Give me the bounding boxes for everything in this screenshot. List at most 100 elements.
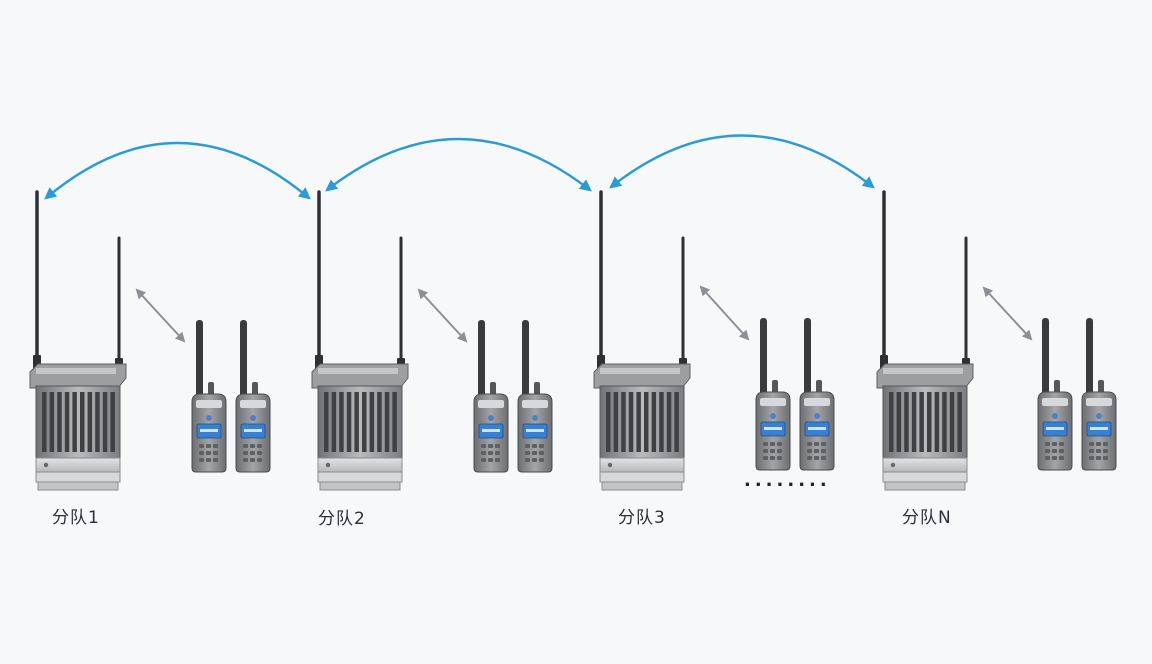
- keypad-key: [1045, 442, 1050, 446]
- team-label-n: 分队N: [902, 508, 952, 528]
- keypad-key: [1059, 449, 1064, 453]
- speaker-strip: [522, 400, 548, 408]
- screen-text: [244, 429, 262, 432]
- heatsink-fin: [354, 392, 359, 452]
- heatsink-fin: [636, 392, 641, 452]
- heatsink-fin: [644, 392, 649, 452]
- keypad-key: [199, 451, 204, 455]
- speaker-strip: [1042, 398, 1068, 406]
- keypad-key: [199, 458, 204, 462]
- heatsink-fin: [384, 392, 390, 452]
- heatsink-body: [317, 385, 403, 459]
- led-indicator: [607, 462, 613, 468]
- screen-text: [1090, 427, 1108, 430]
- keypad-key: [488, 458, 493, 462]
- base-tier: [35, 457, 121, 473]
- walkie-talkie-icon: [235, 320, 271, 473]
- walkie-talkie-icon: [191, 320, 227, 473]
- keypad-key: [525, 444, 530, 448]
- screen-text: [764, 427, 782, 430]
- speaker-strip: [1086, 398, 1112, 406]
- keypad-key: [206, 458, 211, 462]
- handheld-antenna: [478, 320, 485, 398]
- keypad-key: [257, 444, 262, 448]
- keypad-key: [532, 444, 537, 448]
- walkie-talkie-icon: [517, 320, 553, 473]
- handheld-antenna: [240, 320, 247, 398]
- screen-text: [482, 429, 500, 432]
- team-label-1: 分队1: [52, 508, 100, 528]
- logo-mark: [488, 415, 494, 421]
- heatsink-fin: [377, 392, 382, 452]
- speaker-strip: [196, 400, 222, 408]
- heatsink-fin: [659, 392, 664, 452]
- logo-mark: [1096, 413, 1102, 419]
- local-link-arrow: [982, 286, 1033, 341]
- keypad-key: [821, 456, 826, 460]
- heatsink-fin: [57, 392, 62, 452]
- keypad-key: [1089, 456, 1094, 460]
- heatsink-fin: [889, 392, 894, 452]
- keypad-key: [532, 451, 537, 455]
- logo-mark: [250, 415, 256, 421]
- led-indicator: [890, 462, 896, 468]
- heatsink-fin: [95, 392, 100, 452]
- keypad-key: [539, 458, 544, 462]
- heatsink-fin: [927, 392, 932, 452]
- keypad-key: [770, 442, 775, 446]
- keypad-key: [257, 451, 262, 455]
- keypad-key: [1045, 456, 1050, 460]
- speaker-strip: [240, 400, 266, 408]
- speaker-strip: [760, 398, 786, 406]
- heatsink-fin: [102, 392, 108, 452]
- keypad-key: [532, 458, 537, 462]
- heatsink-fin: [904, 392, 909, 452]
- local-link-arrow: [417, 288, 468, 343]
- led-indicator: [43, 462, 49, 468]
- keypad-key: [525, 458, 530, 462]
- keypad-key: [495, 458, 500, 462]
- speaker-strip: [804, 398, 830, 406]
- keypad-key: [250, 451, 255, 455]
- keypad-key: [213, 444, 218, 448]
- heatsink-fin: [42, 392, 47, 452]
- base-tier: [317, 471, 403, 483]
- keypad-key: [1045, 449, 1050, 453]
- keypad-key: [250, 458, 255, 462]
- keypad-key: [539, 451, 544, 455]
- keypad-key: [807, 442, 812, 446]
- logo-mark: [206, 415, 212, 421]
- keypad-key: [807, 449, 812, 453]
- keypad-key: [814, 456, 819, 460]
- keypad-key: [257, 458, 262, 462]
- heatsink-fin: [80, 392, 85, 452]
- screen-text: [808, 427, 826, 430]
- top-panel: [29, 363, 127, 389]
- keypad-key: [243, 458, 248, 462]
- relay-link-arrow: [609, 134, 875, 189]
- heatsink-fin: [72, 392, 77, 452]
- screen-text: [200, 429, 218, 432]
- keypad-key: [770, 449, 775, 453]
- base-foot: [884, 481, 966, 491]
- top-panel: [876, 363, 974, 389]
- heatsink-fin: [949, 392, 955, 452]
- handheld-antenna: [522, 320, 529, 398]
- keypad-key: [1089, 449, 1094, 453]
- base-foot: [601, 481, 683, 491]
- keypad-key: [213, 458, 218, 462]
- heatsink-fin: [606, 392, 611, 452]
- screen-text: [1046, 427, 1064, 430]
- local-link-arrow: [699, 285, 750, 341]
- speaker-strip: [478, 400, 504, 408]
- keypad-key: [199, 444, 204, 448]
- top-strip: [36, 368, 116, 374]
- keypad-key: [1052, 442, 1057, 446]
- keypad-key: [250, 444, 255, 448]
- screen-text: [526, 429, 544, 432]
- base-tier: [599, 457, 685, 473]
- heatsink-fin: [613, 392, 619, 452]
- handheld-antenna: [804, 318, 811, 396]
- logo-mark: [814, 413, 820, 419]
- handheld-antenna: [760, 318, 767, 396]
